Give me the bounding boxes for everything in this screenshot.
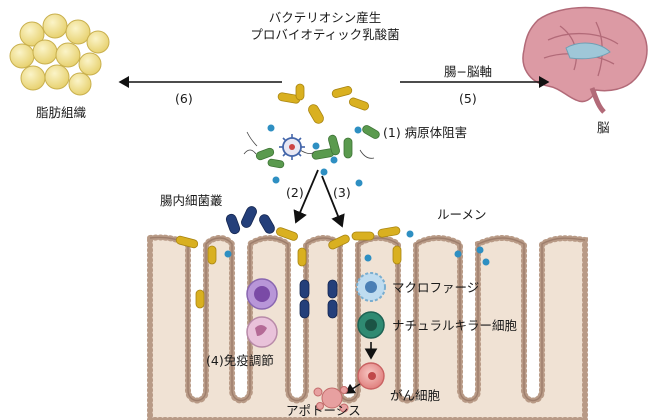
small-dots-lumen (224, 230, 490, 266)
brain-illustration (522, 6, 648, 114)
label-pathogen-inhibition: (1) 病原体阻害 (383, 125, 468, 140)
title-line2: プロバイオティック乳酸菌 (250, 27, 400, 42)
adipose-tissue-illustration (9, 13, 110, 96)
gut-microbiota-bacteria (225, 206, 338, 319)
label-step6: (6) (175, 91, 193, 106)
lactic-acid-bacteria-cluster (277, 83, 370, 124)
nk-cell (357, 311, 385, 339)
label-step5: (5) (459, 91, 477, 106)
pathogen-bacteria (255, 125, 380, 169)
immune-cell-pink (246, 316, 278, 348)
lactic-acid-bacteria-surface (175, 226, 402, 309)
arrow-step2 (293, 169, 319, 224)
label-gut-microbiota: 腸内細菌叢 (160, 193, 223, 208)
label-nk-cell: ナチュラルキラー細胞 (392, 318, 518, 333)
label-step2: (2) (286, 185, 304, 200)
pathogen-flagella (243, 131, 375, 159)
apoptotic-cell (313, 386, 349, 413)
label-adipose: 脂肪組織 (36, 105, 87, 120)
label-immunomodulation: (4)免疫調節 (206, 353, 274, 368)
label-cancer-cell: がん細胞 (390, 388, 441, 403)
virus-icon (279, 134, 305, 160)
label-macrophage: マクロファージ (392, 280, 480, 295)
cancer-cell (357, 362, 385, 390)
label-brain: 脳 (597, 120, 610, 135)
small-dots-top (267, 124, 363, 187)
immune-cell-purple (246, 278, 278, 310)
label-gut-brain-axis: 腸−脳軸 (444, 64, 492, 79)
label-apoptosis: アポトーシス (286, 403, 361, 418)
label-lumen: ルーメン (437, 207, 487, 222)
arrow-cancer-to-apoptosis (344, 383, 361, 394)
label-step3: (3) (333, 185, 351, 200)
macrophage-cell (356, 272, 386, 302)
arrow-step3 (321, 175, 345, 228)
title-line1: バクテリオシン産生 (268, 10, 382, 25)
